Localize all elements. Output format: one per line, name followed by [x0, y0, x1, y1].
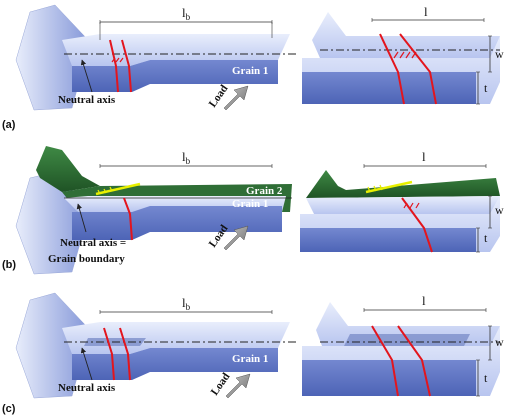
- dislocation-line: [397, 325, 431, 397]
- beam-front-face: [72, 206, 282, 240]
- zoom-thickness-label: t: [484, 231, 488, 245]
- load-arrow: [223, 85, 249, 111]
- zoom-width-label: w: [495, 47, 504, 61]
- dislocation-ticks: [97, 186, 113, 195]
- beam-front-face: [72, 348, 278, 380]
- zoom-width-label: w: [495, 203, 504, 217]
- neutral-axis-callout: Neutral axis: [58, 382, 116, 394]
- beam-length-label: lb: [182, 295, 191, 312]
- callout-arrow: [80, 59, 93, 93]
- zoom-thickness-label: t: [484, 81, 488, 95]
- zoom-grain2: [306, 170, 500, 198]
- panel-label: (b): [2, 259, 16, 271]
- clamp-block: [15, 4, 91, 111]
- panel-label: (a): [2, 119, 16, 131]
- dislocation-line: [371, 325, 399, 397]
- load-arrow: [225, 373, 251, 399]
- zoom-thickness-label: t: [484, 371, 488, 385]
- panel-a: lb Grain 1 Neutral axis Load (a) l w t: [2, 4, 504, 131]
- dislocation-line: [121, 39, 132, 93]
- panel-b: lb Grain 2 Grain 1 Neutral axis = Grain …: [2, 146, 504, 275]
- dislocation-line: [123, 197, 133, 241]
- dislocation-ticks: [393, 51, 417, 59]
- grain2-clamp: [36, 146, 100, 192]
- grain2-label: Grain 2: [246, 185, 283, 197]
- neutral-axis-callout-line2: Grain boundary: [48, 253, 125, 265]
- dislocation-line: [119, 327, 131, 381]
- dislocation-yellow: [365, 180, 413, 194]
- neutral-axis-callout: Neutral axis =: [60, 237, 126, 249]
- dislocation-yellow: [95, 182, 141, 196]
- dislocation-line: [401, 197, 433, 253]
- dislocation-ticks: [367, 184, 383, 193]
- dislocation-line: [103, 327, 115, 381]
- beam-front-face: [72, 60, 278, 92]
- zoom-length-label: l: [424, 4, 428, 19]
- zoom-length-label: l: [422, 149, 426, 164]
- grain-label: Grain 1: [232, 353, 268, 365]
- zoom-top-peak: [312, 12, 500, 58]
- callout-arrow: [80, 347, 93, 381]
- zoom-top-face: [306, 196, 500, 214]
- dislocation-line: [399, 33, 437, 105]
- dislocation-ticks: [403, 202, 420, 209]
- grain-label: Grain 1: [232, 65, 268, 77]
- neutral-axis-callout: Neutral axis: [58, 94, 116, 106]
- clamp-block: [15, 292, 91, 399]
- grain-label: Grain 1: [232, 198, 268, 210]
- panel-label: (c): [2, 403, 16, 415]
- callout-arrow: [76, 203, 87, 233]
- zoom-lower-face: [302, 360, 476, 396]
- panel-c: lb Grain 1 Neutral axis Load (c) l w t: [2, 292, 504, 415]
- zoom-width-label: w: [495, 335, 504, 349]
- beam-length-label: lb: [182, 5, 191, 22]
- dislocation-ticks: [111, 57, 124, 63]
- dislocation-line: [379, 33, 405, 105]
- beam-length-label: lb: [182, 149, 191, 166]
- zoom-lower-face: [300, 228, 476, 252]
- zoom-lower-face: [302, 72, 476, 104]
- zoom-length-label: l: [422, 293, 426, 308]
- load-arrow: [223, 225, 249, 251]
- dislocation-line: [109, 39, 119, 93]
